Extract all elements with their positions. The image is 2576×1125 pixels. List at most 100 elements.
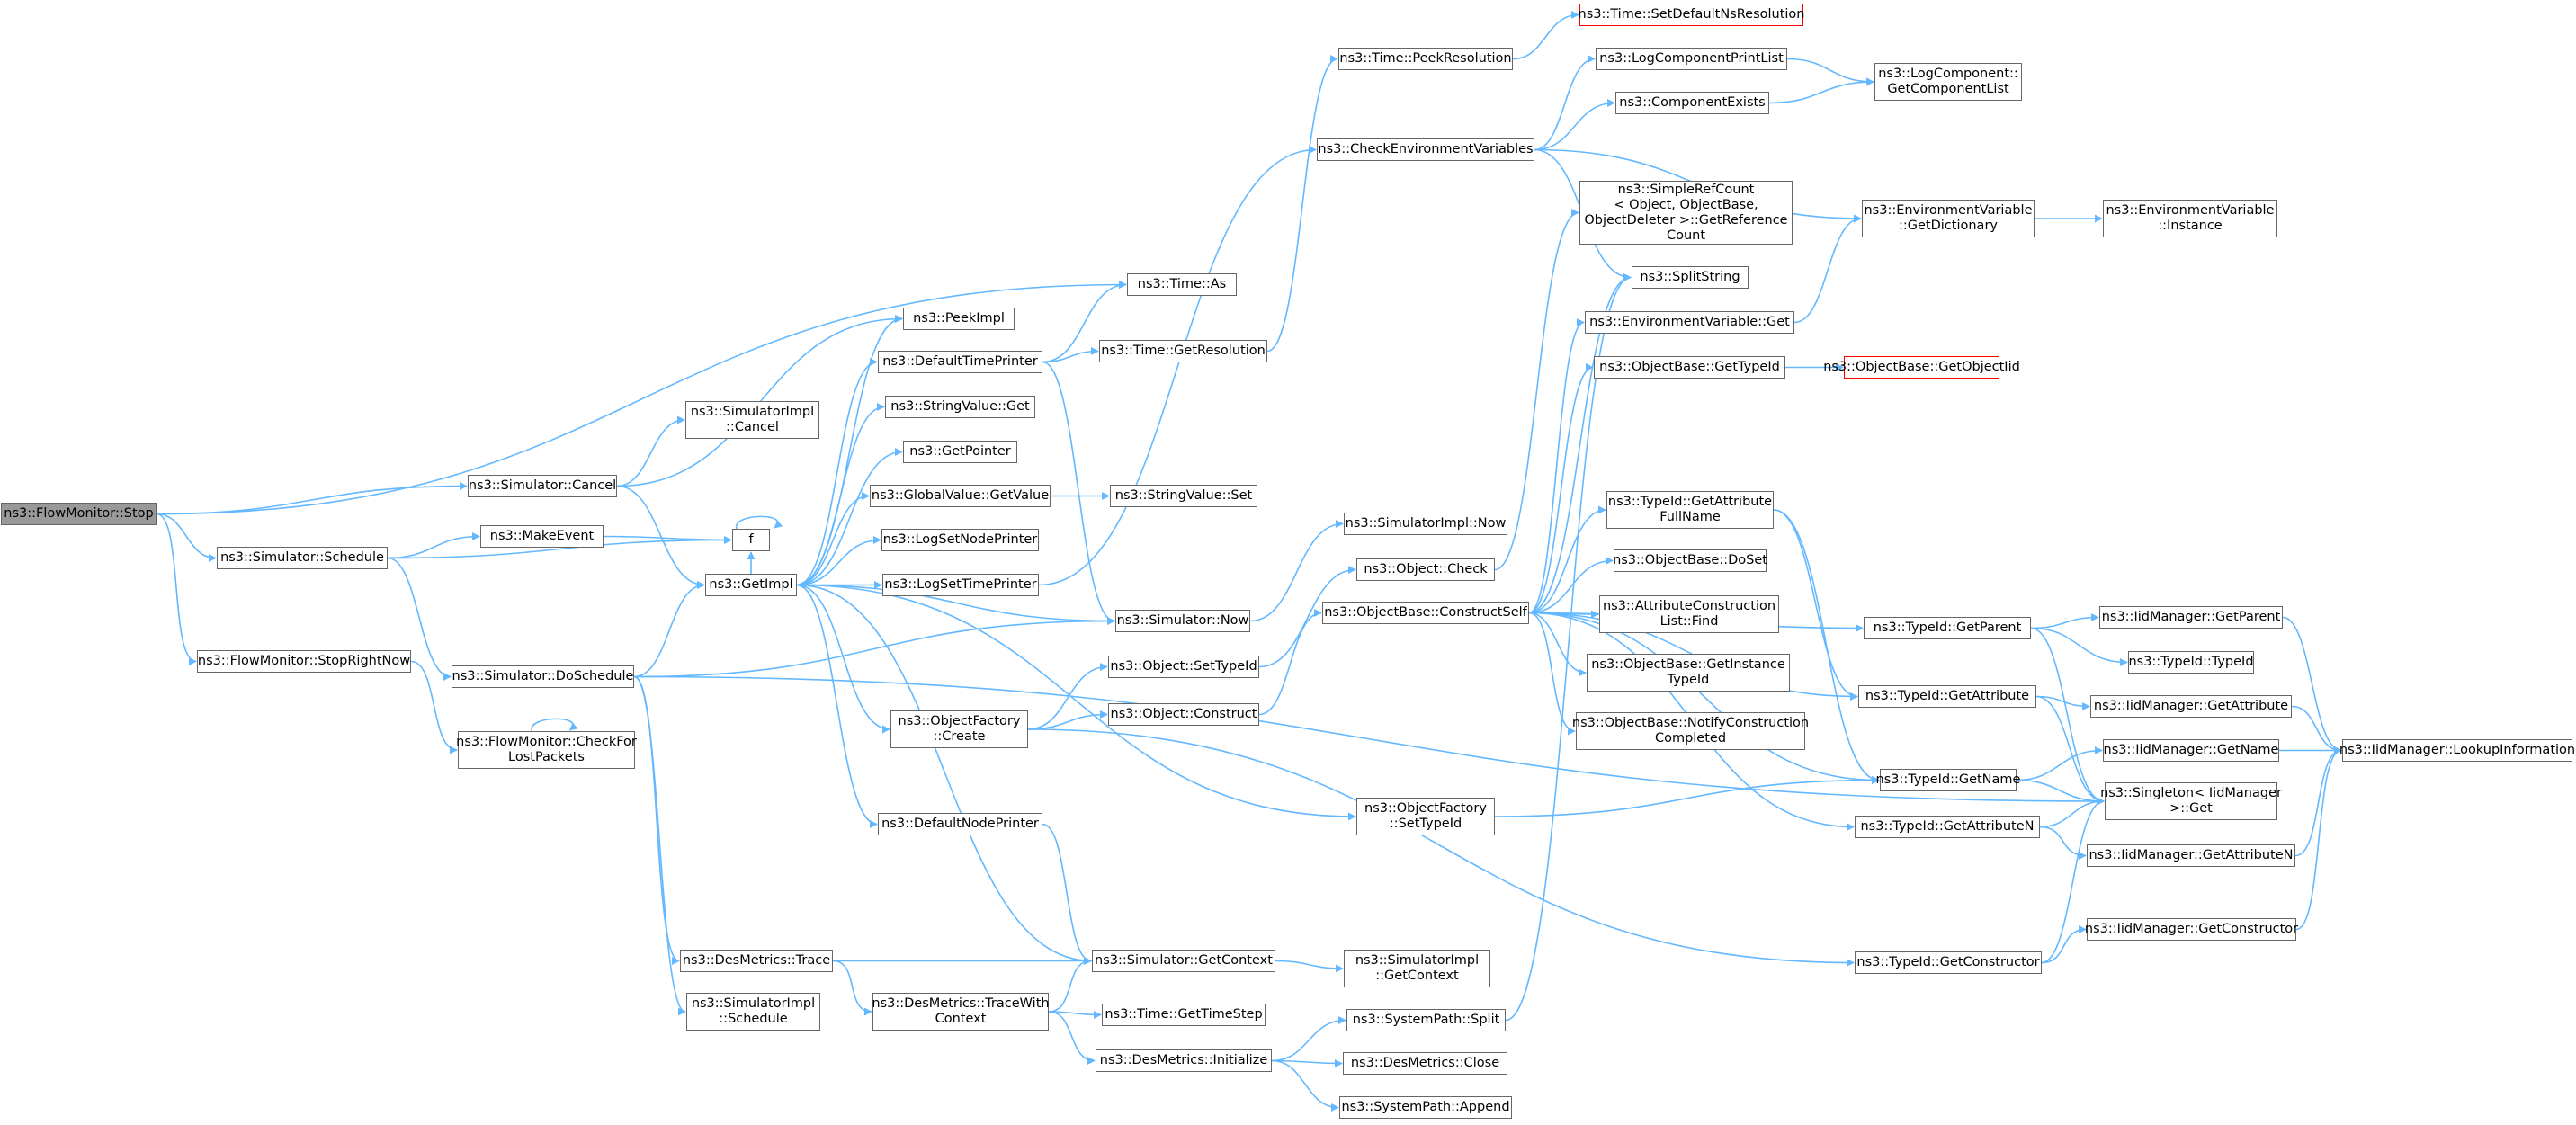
node-globalvalue-getvalue[interactable]: ns3::GlobalValue::GetValue bbox=[870, 485, 1051, 507]
node-componentexists[interactable]: ns3::ComponentExists bbox=[1615, 92, 1769, 114]
edge-simulator_doschedule-to-singleton_iidmanager_get bbox=[633, 675, 2105, 806]
node-objectfactory-settypeid[interactable]: ns3::ObjectFactory::SetTypeId bbox=[1356, 798, 1495, 835]
node-getpointer[interactable]: ns3::GetPointer bbox=[903, 441, 1017, 463]
node-logsettimeprinter[interactable]: ns3::LogSetTimePrinter bbox=[882, 574, 1039, 596]
node-objectbase-getobjectiid[interactable]: ns3::ObjectBase::GetObjectIid bbox=[1823, 356, 2020, 379]
node-iidmanager-getparent[interactable]: ns3::IidManager::GetParent bbox=[2099, 606, 2283, 629]
edge-iidmanager_getconstructor-to-iidmanager_lookupinformation bbox=[2295, 746, 2342, 931]
node-objectfactory-create[interactable]: ns3::ObjectFactory::Create bbox=[890, 710, 1028, 748]
edge-desmetrics_tracewithcontext-to-desmetrics_initialize bbox=[1048, 1011, 1096, 1065]
node-defaultnodeprinter[interactable]: ns3::DefaultNodePrinter bbox=[878, 813, 1042, 835]
node-simulator-getcontext[interactable]: ns3::Simulator::GetContext bbox=[1092, 950, 1275, 972]
node-objectbase-constructself[interactable]: ns3::ObjectBase::ConstructSelf bbox=[1322, 602, 1529, 624]
node-flowmonitor-stoprightnow[interactable]: ns3::FlowMonitor::StopRightNow bbox=[197, 650, 411, 673]
node-time-getresolution[interactable]: ns3::Time::GetResolution bbox=[1099, 340, 1267, 362]
node-label-line: Count bbox=[1666, 228, 1706, 243]
node-stringvalue-get[interactable]: ns3::StringValue::Get bbox=[885, 396, 1035, 418]
node-object-check[interactable]: ns3::Object::Check bbox=[1356, 558, 1495, 581]
node-simulator-doschedule[interactable]: ns3::Simulator::DoSchedule bbox=[452, 665, 634, 688]
node-objectbase-gettypeid[interactable]: ns3::ObjectBase::GetTypeId bbox=[1594, 356, 1785, 379]
node-time-peekresolution[interactable]: ns3::Time::PeekResolution bbox=[1338, 48, 1513, 70]
edge-iidmanager_getattribute-to-iidmanager_lookupinformation bbox=[2291, 705, 2342, 754]
node-singleton-iidmanager-get[interactable]: ns3::Singleton< IidManager>::Get bbox=[2100, 782, 2282, 820]
node-label-line: ns3::TypeId::TypeId bbox=[2128, 655, 2254, 669]
node-defaulttimeprinter[interactable]: ns3::DefaultTimePrinter bbox=[878, 351, 1042, 373]
node-simulatorimpl-getcontext[interactable]: ns3::SimulatorImpl::GetContext bbox=[1344, 950, 1490, 987]
edge-getimpl-to-objectfactory_create bbox=[796, 584, 890, 734]
node-label-line: ns3::GlobalValue::GetValue bbox=[871, 488, 1050, 503]
node-stringvalue-set[interactable]: ns3::StringValue::Set bbox=[1110, 485, 1257, 507]
node-simulatorimpl-cancel[interactable]: ns3::SimulatorImpl::Cancel bbox=[685, 401, 819, 439]
node-iidmanager-getconstructor[interactable]: ns3::IidManager::GetConstructor bbox=[2085, 918, 2298, 941]
node-environmentvariable-get[interactable]: ns3::EnvironmentVariable::Get bbox=[1585, 311, 1794, 334]
edge-objectbase_constructself-to-objectbase_gettypeid bbox=[1528, 363, 1594, 614]
node-label-line: ns3::Simulator::GetContext bbox=[1095, 953, 1273, 968]
edge-iidmanager_getparent-to-iidmanager_lookupinformation bbox=[2282, 616, 2342, 754]
edge-flowmonitor_stop-to-simulator_cancel bbox=[156, 482, 468, 515]
node-typeid-getattributen[interactable]: ns3::TypeId::GetAttributeN bbox=[1855, 816, 2040, 838]
node-flowmonitor-stop[interactable]: ns3::FlowMonitor::Stop bbox=[1, 503, 157, 525]
node-desmetrics-close[interactable]: ns3::DesMetrics::Close bbox=[1343, 1052, 1507, 1075]
node-label-line: ns3::IidManager::GetName bbox=[2103, 743, 2279, 757]
node-peekimpl[interactable]: ns3::PeekImpl bbox=[903, 308, 1015, 330]
node-label-line: ::GetContext bbox=[1375, 969, 1459, 983]
edge-simulator_cancel-to-simulatorimpl_cancel bbox=[616, 415, 685, 487]
node-desmetrics-initialize[interactable]: ns3::DesMetrics::Initialize bbox=[1096, 1049, 1272, 1072]
node-systempath-append[interactable]: ns3::SystemPath::Append bbox=[1339, 1096, 1512, 1119]
node-simulator-cancel[interactable]: ns3::Simulator::Cancel bbox=[468, 475, 617, 497]
node-objectbase-doset[interactable]: ns3::ObjectBase::DoSet bbox=[1613, 549, 1767, 572]
node-f[interactable]: f bbox=[732, 529, 770, 551]
edge-flowmonitor_checkforlostpackets-self-loop bbox=[531, 718, 578, 732]
node-iidmanager-lookupinformation[interactable]: ns3::IidManager::LookupInformation bbox=[2339, 739, 2575, 762]
edge-typeid_getname-to-iidmanager_getname bbox=[2016, 746, 2103, 781]
node-typeid-getattribute[interactable]: ns3::TypeId::GetAttribute bbox=[1858, 685, 2036, 708]
node-label-line: ::Instance bbox=[2158, 219, 2223, 233]
node-label-line: ns3::IidManager::GetParent bbox=[2101, 610, 2281, 624]
node-environmentvariable-getdictionary[interactable]: ns3::EnvironmentVariable::GetDictionary bbox=[1862, 200, 2035, 237]
edge-typeid_getname-to-singleton_iidmanager_get bbox=[2016, 779, 2105, 806]
node-label-line: LostPackets bbox=[508, 750, 585, 764]
node-environmentvariable-instance[interactable]: ns3::EnvironmentVariable::Instance bbox=[2103, 200, 2277, 237]
node-label-line: ns3::PeekImpl bbox=[913, 311, 1005, 326]
node-typeid-getparent[interactable]: ns3::TypeId::GetParent bbox=[1864, 617, 2031, 639]
node-time-as[interactable]: ns3::Time::As bbox=[1127, 273, 1237, 296]
node-iidmanager-getname[interactable]: ns3::IidManager::GetName bbox=[2103, 739, 2279, 762]
node-simulator-schedule[interactable]: ns3::Simulator::Schedule bbox=[217, 547, 388, 569]
edge-simulator_now-to-getimpl bbox=[797, 581, 1116, 622]
node-splitstring[interactable]: ns3::SplitString bbox=[1632, 266, 1749, 289]
node-time-setdefaultnsresolution[interactable]: ns3::Time::SetDefaultNsResolution bbox=[1579, 4, 1804, 26]
node-object-construct[interactable]: ns3::Object::Construct bbox=[1108, 703, 1259, 726]
node-label-line: ns3::AttributeConstruction bbox=[1602, 599, 1776, 613]
node-typeid-getconstructor[interactable]: ns3::TypeId::GetConstructor bbox=[1855, 951, 2042, 974]
node-simulatorimpl-schedule[interactable]: ns3::SimulatorImpl::Schedule bbox=[686, 993, 820, 1031]
node-label-line: ns3::GetPointer bbox=[909, 444, 1011, 459]
node-checkenvironmentvariables[interactable]: ns3::CheckEnvironmentVariables bbox=[1317, 138, 1534, 161]
edge-f-self-loop bbox=[736, 515, 783, 530]
node-iidmanager-getattribute[interactable]: ns3::IidManager::GetAttribute bbox=[2090, 695, 2292, 718]
node-iidmanager-getattributen[interactable]: ns3::IidManager::GetAttributeN bbox=[2087, 844, 2295, 867]
node-getimpl[interactable]: ns3::GetImpl bbox=[705, 574, 797, 596]
node-typeid-typeid[interactable]: ns3::TypeId::TypeId bbox=[2128, 651, 2254, 674]
node-label-line: TypeId bbox=[1667, 673, 1710, 687]
node-time-gettimestep[interactable]: ns3::Time::GetTimeStep bbox=[1102, 1004, 1266, 1026]
node-logsetnodeprinter[interactable]: ns3::LogSetNodePrinter bbox=[881, 529, 1039, 551]
node-desmetrics-trace[interactable]: ns3::DesMetrics::Trace bbox=[680, 950, 833, 972]
node-systempath-split[interactable]: ns3::SystemPath::Split bbox=[1346, 1009, 1506, 1031]
node-makeevent[interactable]: ns3::MakeEvent bbox=[480, 525, 604, 548]
edge-logsettimeprinter-to-checkenvironmentvariables bbox=[1038, 146, 1317, 586]
node-object-settypeid[interactable]: ns3::Object::SetTypeId bbox=[1108, 656, 1259, 678]
node-typeid-getname[interactable]: ns3::TypeId::GetName bbox=[1876, 769, 2020, 791]
node-simulatorimpl-now[interactable]: ns3::SimulatorImpl::Now bbox=[1344, 513, 1507, 535]
node-label-line: List::Find bbox=[1659, 614, 1719, 629]
node-simplerefcount-getreferencecount[interactable]: ns3::SimpleRefCount< Object, ObjectBase,… bbox=[1579, 181, 1793, 245]
edge-defaulttimeprinter-to-time_as bbox=[1042, 281, 1127, 363]
node-simulator-now[interactable]: ns3::Simulator::Now bbox=[1115, 610, 1250, 632]
node-logcomponentprintlist[interactable]: ns3::LogComponentPrintList bbox=[1596, 48, 1787, 70]
node-logcomponent-getcomponentlist[interactable]: ns3::LogComponent::GetComponentList bbox=[1874, 63, 2022, 101]
